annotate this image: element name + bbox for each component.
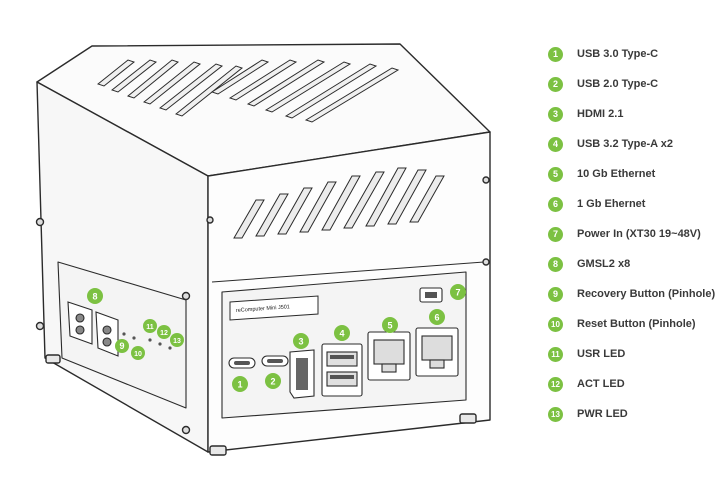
- legend-item: 5 10 Gb Ethernet: [548, 164, 655, 184]
- legend-number: 11: [548, 346, 563, 362]
- legend-item: 6 1 Gb Ehernet: [548, 194, 645, 214]
- callout-2: 2: [265, 373, 281, 389]
- legend-number: 9: [548, 286, 563, 302]
- legend-label: GMSL2 x8: [577, 258, 631, 270]
- svg-text:9: 9: [119, 341, 124, 351]
- legend-label: Power In (XT30 19~48V): [577, 228, 701, 240]
- legend-number: 1: [548, 46, 563, 62]
- callout-5: 5: [382, 317, 398, 333]
- legend-label: USR LED: [577, 348, 626, 360]
- model-label: reComputer Mini J501: [229, 295, 319, 321]
- legend-number: 8: [548, 256, 563, 272]
- legend-item: 10 Reset Button (Pinhole): [548, 314, 696, 334]
- callout-7: 7: [450, 284, 466, 300]
- legend-item: 12 ACT LED: [548, 374, 625, 394]
- legend-number: 10: [548, 316, 563, 332]
- svg-text:1: 1: [237, 380, 242, 390]
- legend-item: 1 USB 3.0 Type-C: [548, 44, 658, 64]
- legend-item: 7 Power In (XT30 19~48V): [548, 224, 701, 244]
- legend-item: 4 USB 3.2 Type-A x2: [548, 134, 673, 154]
- usr-led: [148, 338, 152, 342]
- legend-item: 11 USR LED: [548, 344, 625, 364]
- legend-label: PWR LED: [577, 408, 628, 420]
- legend-label: 1 Gb Ehernet: [577, 198, 646, 210]
- svg-text:11: 11: [146, 324, 154, 331]
- callout-4: 4: [334, 325, 350, 341]
- legend-label: Recovery Button (Pinhole): [577, 288, 716, 300]
- gmsl2-connectors: [67, 301, 119, 357]
- legend-item: 3 HDMI 2.1: [548, 104, 623, 124]
- legend-label: HDMI 2.1: [577, 108, 624, 120]
- legend-label: USB 2.0 Type-C: [577, 78, 659, 90]
- recovery-pinhole: [122, 332, 126, 336]
- legend-item: 2 USB 2.0 Type-C: [548, 74, 658, 94]
- svg-text:3: 3: [298, 337, 303, 347]
- legend-number: 5: [548, 166, 563, 182]
- callout-6: 6: [429, 309, 445, 325]
- legend-label: USB 3.0 Type-C: [577, 48, 659, 60]
- svg-text:4: 4: [339, 329, 344, 339]
- legend-number: 4: [548, 136, 563, 152]
- svg-text:8: 8: [92, 292, 97, 302]
- callout-11: 11: [143, 319, 157, 333]
- callout-13: 13: [170, 333, 184, 347]
- legend-number: 7: [548, 226, 563, 242]
- svg-text:7: 7: [455, 288, 460, 298]
- legend-item: 13 PWR LED: [548, 404, 628, 424]
- model-label-text: reComputer Mini J501: [236, 304, 290, 314]
- legend-number: 3: [548, 106, 563, 122]
- legend-label: 10 Gb Ethernet: [577, 168, 656, 180]
- callout-3: 3: [293, 333, 309, 349]
- pwr-led: [168, 346, 172, 350]
- callout-12: 12: [157, 325, 171, 339]
- legend-label: USB 3.2 Type-A x2: [577, 138, 673, 150]
- legend-label: Reset Button (Pinhole): [577, 318, 696, 330]
- legend-number: 13: [548, 406, 563, 422]
- svg-text:10: 10: [134, 351, 142, 358]
- svg-text:13: 13: [173, 338, 181, 345]
- legend-number: 6: [548, 196, 563, 212]
- legend-item: 8 GMSL2 x8: [548, 254, 630, 274]
- reset-pinhole: [132, 336, 136, 340]
- svg-text:12: 12: [160, 330, 168, 337]
- svg-text:5: 5: [387, 321, 392, 331]
- top-vents: [96, 59, 400, 123]
- device-illustration: reComputer Mini J501: [35, 43, 491, 456]
- legend-label: ACT LED: [577, 378, 625, 390]
- callout-10: 10: [131, 346, 145, 360]
- act-led: [158, 342, 162, 346]
- callout-1: 1: [232, 376, 248, 392]
- legend-number: 2: [548, 76, 563, 92]
- svg-text:2: 2: [270, 377, 275, 387]
- legend-number: 12: [548, 376, 563, 392]
- callout-9: 9: [115, 339, 129, 353]
- callout-8: 8: [87, 288, 103, 304]
- svg-text:6: 6: [434, 313, 439, 323]
- front-vents: [233, 167, 445, 239]
- legend-item: 9 Recovery Button (Pinhole): [548, 284, 715, 304]
